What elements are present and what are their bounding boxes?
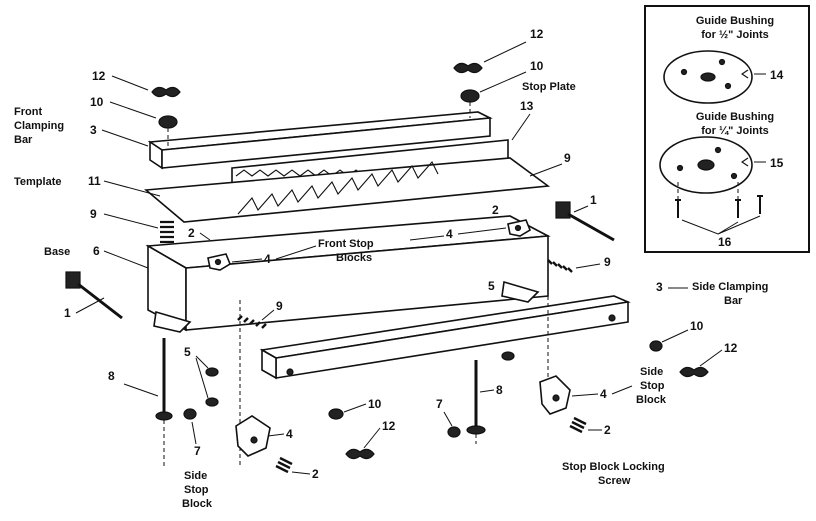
part-number-13: 13 [520, 99, 534, 113]
part-number-7-right: 7 [436, 397, 443, 411]
washer-left [158, 115, 178, 129]
wing-nut-bottom [345, 448, 375, 460]
side-stop-block-right-label-3: Block [636, 394, 667, 406]
bolt-left [155, 338, 173, 421]
guide-bushing-half-label-2: for ½" Joints [701, 29, 769, 41]
spring-left [160, 220, 174, 244]
guide-bushing-quarter-label-2: for ¼" Joints [701, 125, 769, 137]
washer-10b [649, 340, 663, 352]
part-number-4-left: 4 [264, 252, 271, 266]
part-number-8-right: 8 [496, 383, 503, 397]
nut-right [447, 426, 461, 438]
part-number-5-right: 5 [488, 279, 495, 293]
knob-screw-left [65, 271, 123, 320]
part-number-10-bottom: 10 [368, 397, 382, 411]
side-stop-block-left-label-3: Block [182, 498, 213, 510]
template [144, 157, 551, 223]
part-number-3-side: 3 [656, 280, 663, 294]
front-stop-blocks-label-2: Blocks [336, 252, 372, 264]
side-stop-block-left-label-1: Side [184, 470, 207, 482]
knob-screw-right [555, 201, 615, 242]
front-stop-block-left [207, 253, 231, 271]
base-label: Base [44, 246, 70, 258]
part-number-7-left: 7 [194, 444, 201, 458]
part-number-9-front: 9 [276, 299, 283, 313]
part-number-12-top: 12 [530, 27, 544, 41]
part-number-4-side: 4 [600, 387, 607, 401]
part-number-3-top: 3 [90, 123, 97, 137]
front-clamping-bar [147, 111, 493, 170]
side-clamping-bar-label-2: Bar [724, 295, 743, 307]
side-stop-block-right-label-2: Stop [640, 380, 665, 392]
locking-screw-left [275, 456, 293, 474]
part-number-14: 14 [770, 68, 784, 82]
front-stop-blocks-label-1: Front Stop [318, 238, 374, 250]
base [145, 215, 551, 333]
part-number-4-bottom: 4 [286, 427, 293, 441]
part-number-2-side: 2 [604, 423, 611, 437]
part-number-2-left: 2 [188, 226, 195, 240]
part-number-5-left: 5 [184, 345, 191, 359]
wing-nut-right [453, 62, 483, 74]
wing-nut-left [151, 86, 181, 98]
part-number-6: 6 [93, 244, 100, 258]
washer-right [460, 89, 480, 103]
stop-plate-label: Stop Plate [522, 81, 576, 93]
nut-5a [205, 367, 219, 377]
part-number-1-right: 1 [590, 193, 597, 207]
side-stop-block-left-label-2: Stop [184, 484, 209, 496]
part-number-9-side: 9 [604, 255, 611, 269]
part-number-2-right: 2 [492, 203, 499, 217]
wing-nut-side [679, 366, 709, 378]
nut-5c [501, 351, 515, 361]
part-number-12-side: 12 [724, 341, 738, 355]
side-stop-block-left-part [235, 415, 271, 457]
front-clamping-bar-label-1: Front [14, 106, 42, 118]
part-number-9-left: 9 [90, 207, 97, 221]
part-number-10-top: 10 [530, 59, 544, 73]
part-number-11: 11 [88, 174, 101, 188]
guide-bushing-half-label-1: Guide Bushing [696, 15, 774, 27]
guide-bushing-inset: Guide Bushing for ½" Joints 14 Guide Bus… [644, 5, 810, 253]
part-number-16: 16 [718, 235, 732, 249]
part-number-15: 15 [770, 156, 784, 170]
side-clamping-bar [259, 295, 631, 380]
part-number-8-left: 8 [108, 369, 115, 383]
guide-bushing-quarter-label-1: Guide Bushing [696, 111, 774, 123]
locking-screw-right [569, 416, 587, 434]
part-number-10-side: 10 [690, 319, 704, 333]
part-number-4-right: 4 [446, 227, 453, 241]
part-number-12-bottom: 12 [382, 419, 396, 433]
front-clamping-bar-label-2: Clamping [14, 120, 64, 132]
locking-screw-label-1: Stop Block Locking [562, 461, 665, 473]
front-clamping-bar-label-3: Bar [14, 134, 33, 146]
side-stop-block-right-part [539, 375, 571, 415]
nut-left [183, 408, 197, 420]
part-number-1-left: 1 [64, 306, 71, 320]
part-number-9-right: 9 [564, 151, 571, 165]
spring-right [547, 259, 573, 273]
part-number-10-left: 10 [90, 95, 104, 109]
template-label: Template [14, 176, 61, 188]
bolt-right [466, 360, 486, 435]
washer-10a [328, 408, 344, 420]
side-stop-block-right-label-1: Side [640, 366, 663, 378]
locking-screw-label-2: Screw [598, 475, 631, 487]
part-number-2-bottom: 2 [312, 467, 319, 481]
front-stop-block-right [507, 219, 531, 237]
nut-5b [205, 397, 219, 407]
side-clamping-bar-label-1: Side Clamping [692, 281, 768, 293]
part-number-12-left: 12 [92, 69, 106, 83]
